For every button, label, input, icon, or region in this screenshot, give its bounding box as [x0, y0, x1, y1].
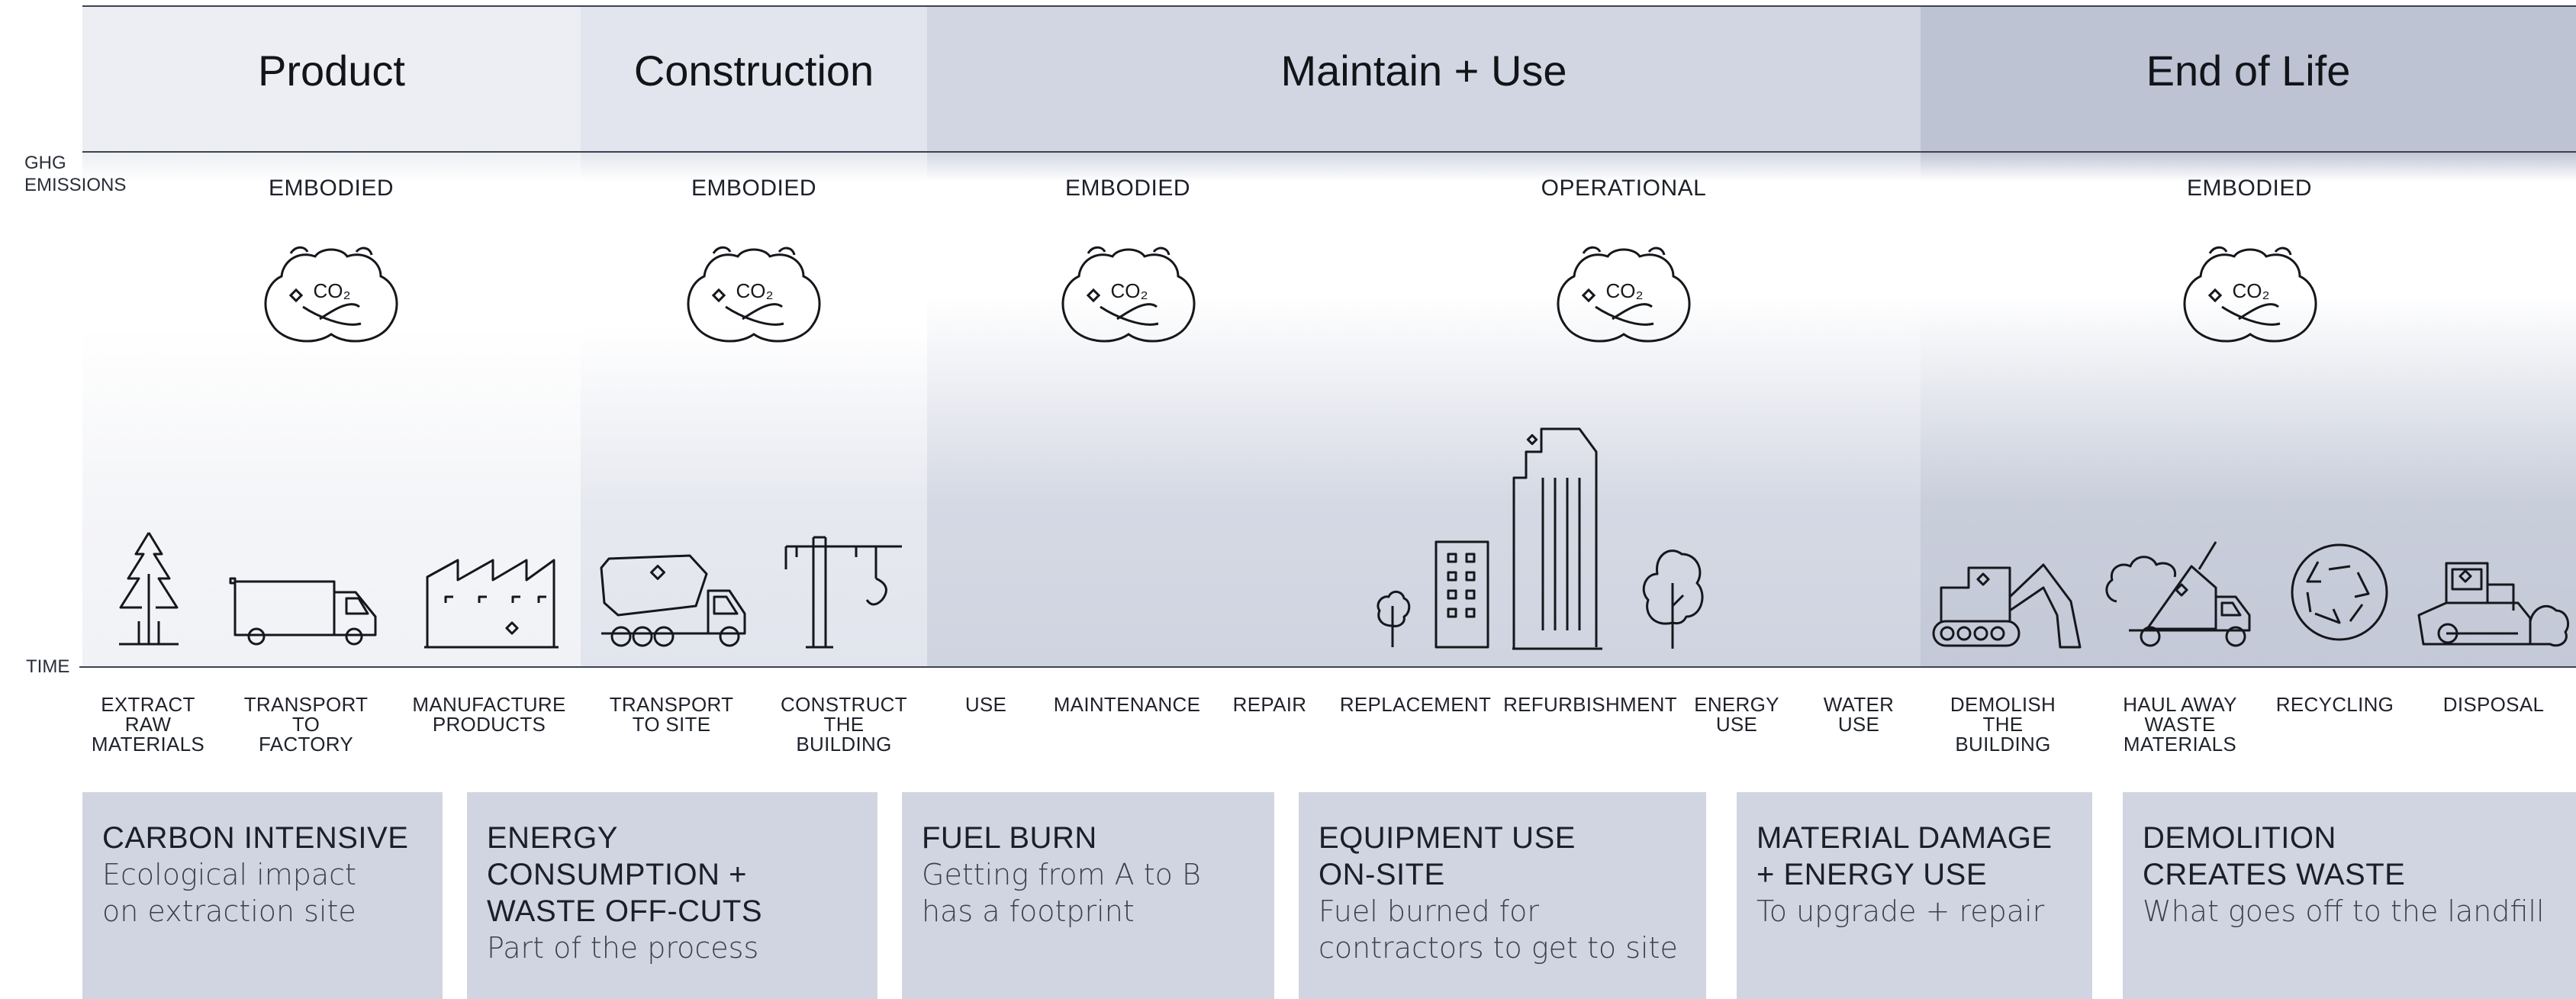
tree-icon [1642, 549, 1704, 649]
step-label: REFURBISHMENT [1503, 693, 1677, 716]
step-label: REPLACEMENT [1339, 693, 1492, 716]
card-body: What goes off to the landfill [2143, 894, 2545, 928]
cement-mixer-truck-icon [600, 554, 746, 647]
header-divider [82, 151, 2576, 153]
step-label: TRANSPORT TO SITE [609, 693, 734, 736]
card-body: Getting from A to B has a footprint [922, 858, 1201, 928]
co2-label: CO₂ [313, 279, 350, 302]
card-body: Fuel burned for contractors to get to si… [1319, 894, 1678, 965]
emission-label-construction: EMBODIED [691, 176, 817, 201]
co2-cloud-icon: CO₂ [1553, 243, 1695, 343]
step-label: EXTRACT RAW MATERIALS [91, 693, 205, 756]
phase-title-product: Product [258, 47, 405, 95]
card-body: To upgrade + repair [1757, 894, 2045, 928]
time-axis [79, 666, 2576, 668]
info-card: ENERGY CONSUMPTION + WASTE OFF-CUTS Part… [467, 792, 877, 999]
emission-label-operational: OPERATIONAL [1541, 176, 1707, 201]
card-body: Ecological impact on extraction site [102, 858, 356, 928]
co2-label: CO₂ [2232, 279, 2269, 302]
card-body: Part of the process [487, 931, 759, 965]
co2-label: CO₂ [736, 279, 773, 302]
ghg-axis-label: GHG EMISSIONS [24, 153, 127, 195]
phase-band-product [82, 6, 581, 667]
step-label: WATER USE [1823, 693, 1895, 736]
co2-cloud-icon: CO₂ [2179, 243, 2321, 343]
dump-truck-icon [2105, 541, 2251, 647]
phase-band-maintain-use [927, 6, 1921, 667]
info-card: FUEL BURN Getting from A to B has a foot… [902, 792, 1274, 999]
card-title: EQUIPMENT USE ON-SITE [1319, 821, 1576, 891]
office-building-icon [1435, 540, 1489, 649]
phase-title-maintain-use: Maintain + Use [1280, 47, 1567, 95]
info-card: MATERIAL DAMAGE + ENERGY USE To upgrade … [1737, 792, 2092, 999]
excavator-icon [1932, 563, 2082, 649]
step-label: RECYCLING [2275, 693, 2394, 716]
bulldozer-icon [2417, 562, 2569, 647]
factory-icon [424, 559, 559, 649]
step-label: USE [964, 693, 1007, 716]
step-label: DISPOSAL [2442, 693, 2545, 716]
step-label: ENERGY USE [1694, 693, 1779, 736]
card-title: CARBON INTENSIVE [102, 821, 409, 855]
emission-label-product: EMBODIED [268, 176, 394, 201]
top-border [82, 5, 2576, 7]
recycling-icon [2291, 543, 2388, 641]
time-axis-label: TIME [26, 656, 70, 677]
info-card: CARBON INTENSIVE Ecological impact on ex… [82, 792, 443, 999]
step-label: MAINTENANCE [1053, 693, 1201, 716]
info-card: EQUIPMENT USE ON-SITE Fuel burned for co… [1299, 792, 1706, 999]
delivery-truck-icon [229, 577, 377, 646]
step-label: CONSTRUCT THE BUILDING [781, 693, 907, 756]
crane-icon [784, 536, 902, 649]
step-label: HAUL AWAY WASTE MATERIALS [2123, 693, 2237, 756]
emission-label-end: EMBODIED [2186, 176, 2313, 201]
emission-label-maintain: EMBODIED [1064, 176, 1191, 201]
card-title: MATERIAL DAMAGE + ENERGY USE [1757, 821, 2053, 891]
phase-title-construction: Construction [633, 47, 874, 95]
info-card: DEMOLITION CREATES WASTE What goes off t… [2123, 792, 2576, 999]
card-title: DEMOLITION CREATES WASTE [2143, 821, 2406, 891]
skyscraper-icon [1512, 427, 1602, 650]
card-title: ENERGY CONSUMPTION + WASTE OFF-CUTS [487, 821, 763, 928]
co2-cloud-icon: CO₂ [1058, 243, 1199, 343]
co2-cloud-icon: CO₂ [260, 243, 402, 343]
co2-label: CO₂ [1605, 279, 1643, 302]
tree-icon [119, 532, 179, 646]
step-label: DEMOLISH THE BUILDING [1950, 693, 2056, 756]
co2-cloud-icon: CO₂ [683, 243, 825, 343]
phase-title-end-of-life: End of Life [2146, 47, 2351, 95]
step-label: REPAIR [1232, 693, 1307, 716]
step-label: TRANSPORT TO FACTORY [243, 693, 369, 756]
card-title: FUEL BURN [922, 821, 1097, 855]
co2-label: CO₂ [1110, 279, 1148, 302]
small-tree-icon [1377, 591, 1411, 647]
step-label: MANUFACTURE PRODUCTS [412, 693, 566, 736]
